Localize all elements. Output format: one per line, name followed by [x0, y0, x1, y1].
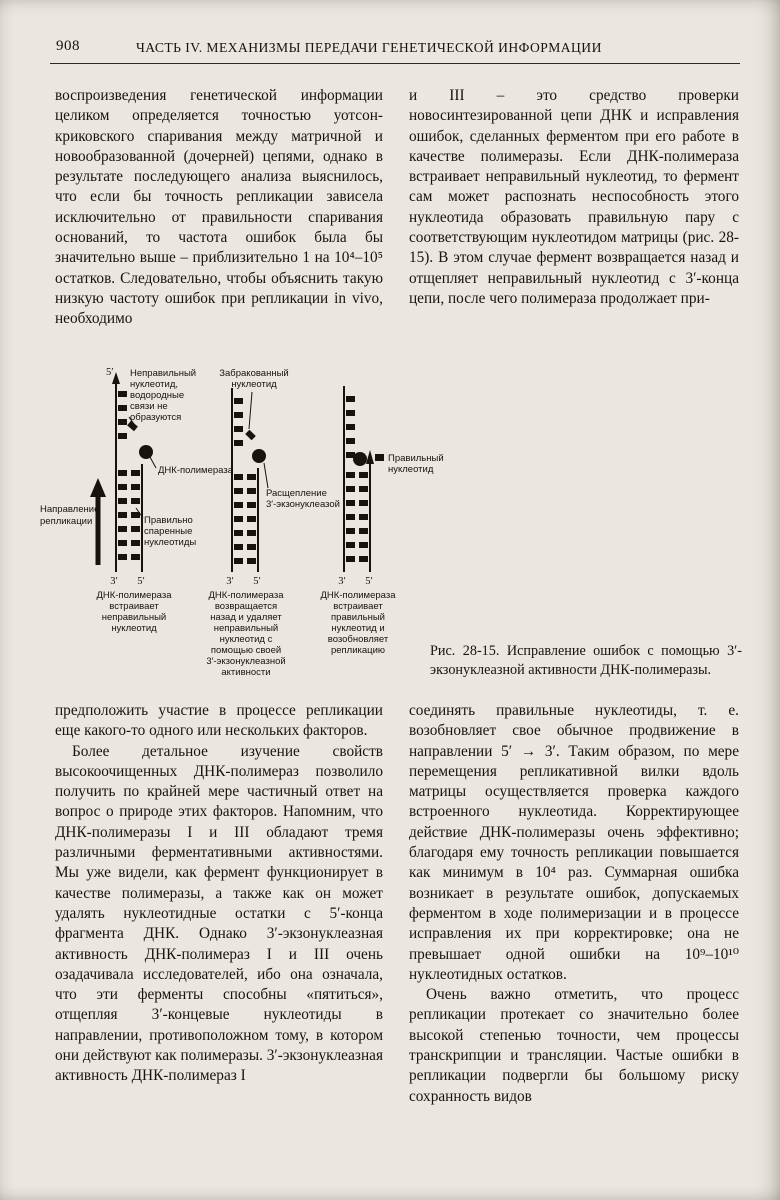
dna-ladder-2	[231, 388, 269, 572]
polymerase-dot-icon	[139, 445, 153, 459]
running-header: ЧАСТЬ IV. МЕХАНИЗМЫ ПЕРЕДАЧИ ГЕНЕТИЧЕСКО…	[136, 40, 602, 55]
five-prime-label: 5′	[365, 576, 373, 587]
dna-ladder-1	[112, 372, 157, 572]
page-number: 908	[56, 38, 80, 54]
three-prime-label: 3′	[338, 576, 346, 587]
paragraph-bottom-right-1: соединять правильные нуклеотиды, т. е. в…	[409, 702, 739, 983]
replication-direction-arrow-icon	[90, 478, 106, 565]
strand-arrow-icon	[112, 372, 120, 384]
three-prime-label: 3′	[226, 576, 234, 587]
dna-ladder-3	[343, 386, 384, 572]
rejected-nucleotide-icon	[245, 429, 256, 441]
paragraph-top-right: и III – это средство проверки новосинтез…	[409, 87, 739, 307]
five-prime-label: 5′	[253, 576, 261, 587]
correct-nucleotide-icon	[375, 454, 384, 461]
paragraph-bottom-left-1: предположить участие в процессе репликац…	[55, 702, 383, 740]
column-bottom-right: соединять правильные нуклеотиды, т. е. в…	[409, 701, 739, 1179]
header-rule	[50, 63, 740, 64]
paragraph-top-left: воспроизведения генетической информации …	[55, 87, 383, 328]
polymerase-label: ДНК-полимераза	[158, 465, 234, 476]
column-bottom-left: предположить участие в процессе репликац…	[55, 701, 383, 1179]
polymerase-dot-icon	[353, 452, 367, 466]
three-prime-label: 3′	[110, 576, 118, 587]
figure-caption: Рис. 28-15. Исправление ошибок с помощью…	[430, 643, 742, 678]
five-prime-top-label: 5′	[106, 367, 114, 378]
column-top-right: и III – это средство проверки новосинтез…	[409, 86, 739, 358]
polymerase-dot-icon	[252, 449, 266, 463]
paragraph-bottom-right-2: Очень важно отметить, что процесс реплик…	[409, 986, 739, 1105]
five-prime-label: 5′	[137, 576, 145, 587]
paragraph-bottom-left-2: Более детальное изучение свойств высокоо…	[55, 742, 383, 1085]
column-top-left: воспроизведения генетической информации …	[55, 86, 383, 358]
growth-arrow-icon	[366, 450, 374, 464]
mismatched-nucleotide-icon	[127, 420, 138, 432]
